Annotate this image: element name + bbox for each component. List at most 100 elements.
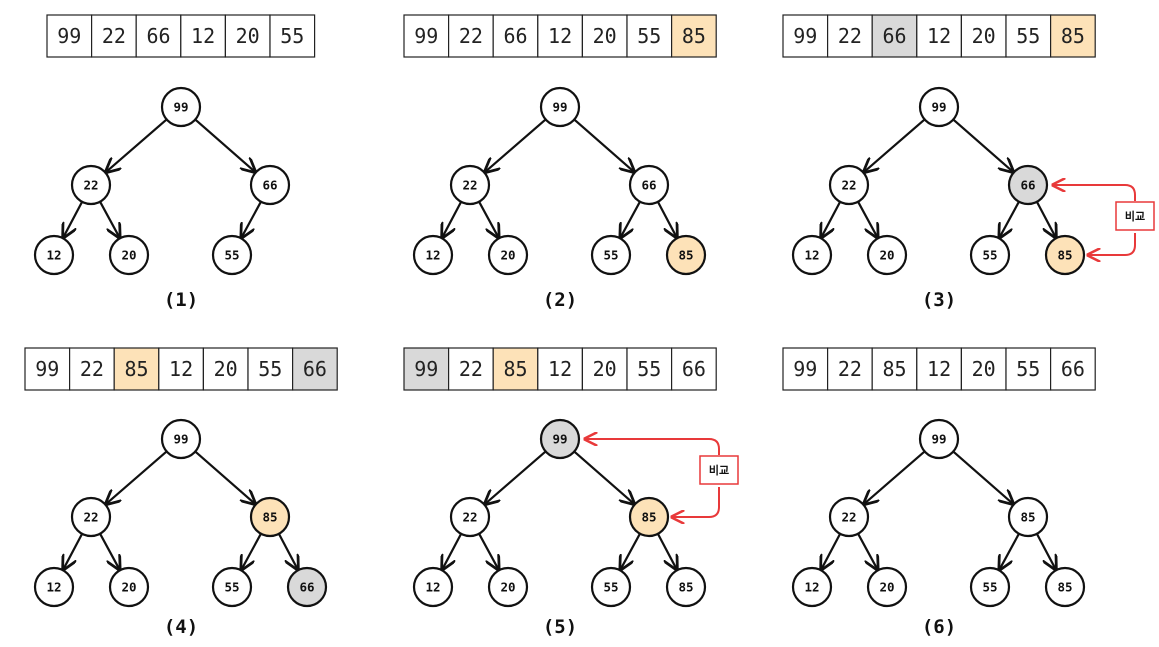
tree-edge (864, 450, 926, 503)
array-cell (537, 14, 583, 58)
tree-node (487, 566, 529, 608)
tree-node (665, 234, 707, 276)
tree-node (108, 234, 150, 276)
array-cell-value: 55 (280, 24, 304, 48)
array-cell (960, 14, 1007, 58)
tree-edge (656, 201, 677, 238)
array-cell-value: 99 (793, 24, 817, 48)
array-cell-value: 99 (57, 24, 81, 48)
array-cell-value: 20 (593, 24, 617, 48)
tree-edge (1000, 533, 1020, 570)
tree-node-value: 20 (879, 248, 894, 263)
array-cell (871, 14, 918, 58)
tree-node-value: 99 (931, 432, 946, 447)
compare-arrow-bottom (1088, 233, 1136, 255)
array-cell-value: 12 (169, 357, 193, 381)
tree-node-value: 85 (1057, 248, 1072, 263)
tree-node (211, 566, 253, 608)
tree-node-value: 66 (299, 580, 314, 595)
array-cell-value: 55 (637, 24, 661, 48)
tree-node-value: 22 (841, 510, 856, 525)
tree-node (70, 164, 112, 206)
tree-node-value: 55 (603, 580, 618, 595)
tree-edge (106, 450, 168, 503)
tree-node (249, 496, 291, 538)
array-cell (626, 347, 673, 391)
array-cell (670, 14, 717, 58)
tree-node (211, 234, 253, 276)
array-cell-value: 66 (882, 24, 906, 48)
tree-node (590, 566, 632, 608)
tree-edge (864, 118, 926, 171)
tree-node-value: 20 (121, 248, 136, 263)
tree-edge (857, 201, 877, 238)
array-cell (626, 14, 673, 58)
tree-node (918, 86, 960, 128)
tree-edge (1000, 201, 1020, 238)
tree-node-value: 12 (425, 580, 440, 595)
array-cell (581, 347, 628, 391)
tree-edge (656, 533, 677, 570)
tree-node (791, 234, 833, 276)
tree-node (160, 86, 202, 128)
array-cell-value: 12 (927, 357, 951, 381)
array-cell-value: 20 (214, 357, 238, 381)
array-cell-value: 55 (1016, 357, 1040, 381)
array-cell-value: 22 (838, 357, 862, 381)
tree-edge (485, 450, 547, 503)
tree-node (286, 566, 328, 608)
step-label: (1) (164, 289, 198, 311)
tree-node-value: 20 (500, 248, 515, 263)
array-cell (1049, 14, 1096, 58)
tree-node-value: 85 (262, 510, 277, 525)
array-cell (1005, 14, 1052, 58)
array-cell (782, 347, 829, 391)
tree-edge (485, 118, 547, 171)
tree-node (487, 234, 529, 276)
tree-edge (106, 118, 168, 171)
array-cell-value: 20 (972, 357, 996, 381)
tree-node (449, 164, 491, 206)
tree-node-value: 22 (83, 510, 98, 525)
array-cell-value: 55 (1016, 24, 1040, 48)
array-cell-value: 85 (503, 357, 527, 381)
tree-node (791, 566, 833, 608)
tree-node-value: 12 (46, 248, 61, 263)
array-cell (202, 347, 249, 391)
array-cell (158, 347, 205, 391)
tree-node-value: 20 (500, 580, 515, 595)
tree-edge (277, 533, 298, 570)
array-cell (492, 347, 539, 391)
tree-node-value: 66 (641, 178, 656, 193)
array-cell-value: 66 (682, 357, 706, 381)
array-cell-value: 66 (503, 24, 527, 48)
tree-node-value: 22 (462, 510, 477, 525)
array-cell-value: 20 (972, 24, 996, 48)
array-cell (90, 14, 137, 58)
tree-node-value: 22 (462, 178, 477, 193)
step-label: (2) (543, 289, 577, 311)
array-cell (871, 347, 918, 391)
array-cell (247, 347, 294, 391)
array-cell-value: 12 (191, 24, 215, 48)
tree-node-value: 99 (173, 432, 188, 447)
tree-node (412, 234, 454, 276)
array-cell (537, 347, 583, 391)
tree-node (160, 418, 202, 460)
tree-node (969, 566, 1011, 608)
tree-node (70, 496, 112, 538)
tree-edge (63, 201, 84, 238)
compare-note-box (1115, 201, 1155, 231)
tree-edge (573, 450, 634, 504)
array-cell-value: 66 (1061, 357, 1085, 381)
tree-node (1044, 234, 1086, 276)
tree-node-value: 12 (804, 580, 819, 595)
tree-node-value: 12 (804, 248, 819, 263)
tree-node (665, 566, 707, 608)
tree-edge (1035, 201, 1056, 238)
tree-node-value: 66 (262, 178, 277, 193)
